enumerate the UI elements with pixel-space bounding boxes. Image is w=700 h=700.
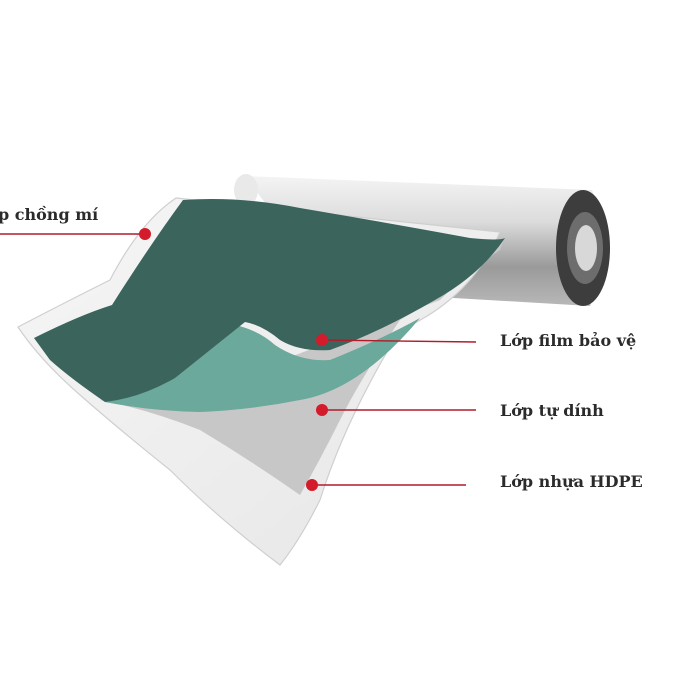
roll-left-end	[234, 174, 258, 206]
label-adhesive-layer: Lớp tự dính	[500, 401, 604, 420]
callout-dot-hdpe	[306, 479, 318, 491]
label-protective-film: Lớp film bảo vệ	[500, 331, 637, 350]
callout-dot-adhesive	[316, 404, 328, 416]
protective-film	[34, 199, 505, 402]
callout-dot-film	[316, 334, 328, 346]
label-overlap: p chồng mí	[0, 205, 99, 224]
callout-dot-overlap	[139, 228, 151, 240]
callout-line-film	[321, 339, 477, 343]
roll-core-hole	[575, 225, 597, 271]
label-hdpe-layer: Lớp nhựa HDPE	[500, 472, 643, 491]
adhesive-film	[105, 318, 420, 412]
